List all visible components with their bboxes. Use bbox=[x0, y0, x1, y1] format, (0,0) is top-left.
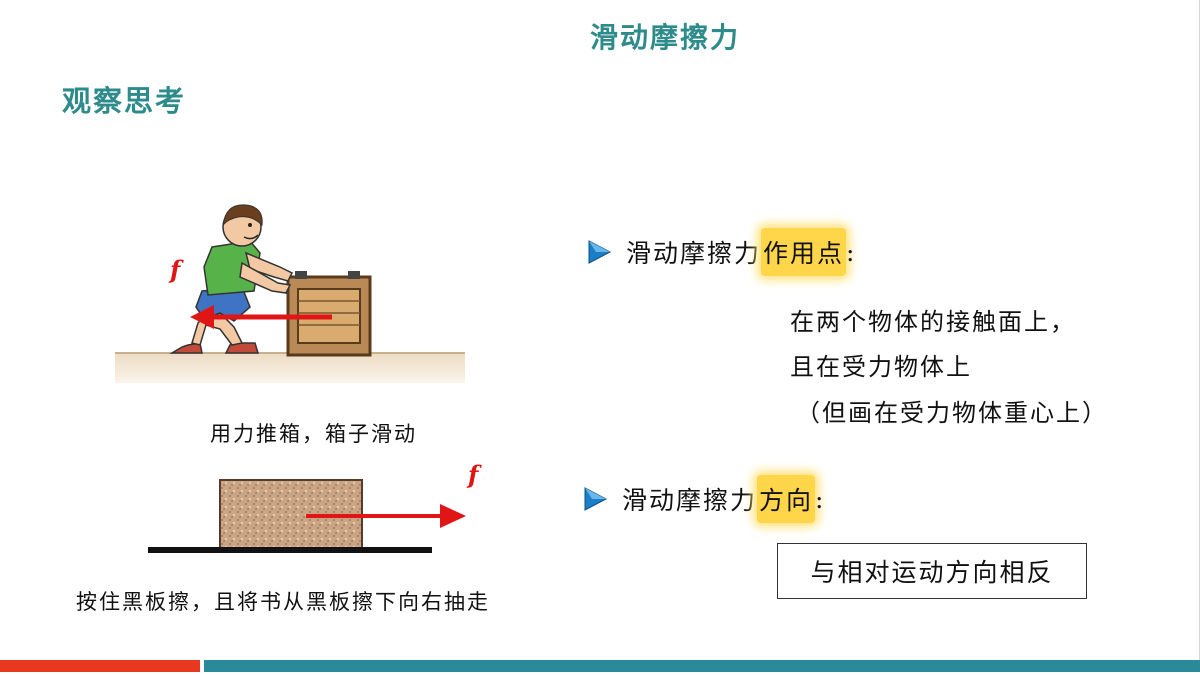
triangle-bullet-icon bbox=[584, 487, 608, 511]
caption-scene1: 用力推箱，箱子滑动 bbox=[210, 422, 417, 446]
point2-suffix: : bbox=[815, 484, 826, 514]
caption-scene2: 按住黑板擦，且将书从黑板擦下向右抽走 bbox=[76, 590, 490, 614]
point1-prefix: 滑动摩擦力 bbox=[626, 239, 762, 268]
point2-prefix: 滑动摩擦力 bbox=[622, 486, 758, 515]
point1-line-1: 在两个物体的接触面上， bbox=[790, 308, 1076, 336]
friction-arrow-right bbox=[306, 504, 466, 528]
footer-bar-red bbox=[0, 660, 200, 672]
point1-suffix: : bbox=[846, 237, 857, 267]
point-direction-heading: 滑动摩擦力方向: bbox=[582, 475, 825, 523]
wooden-crate bbox=[286, 271, 372, 357]
direction-answer-box: 与相对运动方向相反 bbox=[777, 543, 1087, 599]
section-heading: 观察思考 bbox=[62, 84, 187, 118]
point1-line-2: 且在受力物体上 bbox=[790, 353, 972, 381]
force-label-scene1: f bbox=[170, 255, 181, 284]
point-application-heading: 滑动摩擦力作用点: bbox=[586, 228, 856, 276]
friction-arrow-left bbox=[190, 305, 332, 329]
triangle-bullet-icon bbox=[588, 240, 612, 264]
boy-pushing-box-illustration bbox=[115, 204, 465, 383]
floor bbox=[115, 353, 465, 383]
book-eraser-illustration bbox=[148, 479, 466, 553]
point1-highlight: 作用点 bbox=[761, 228, 847, 276]
footer-bar-teal bbox=[204, 660, 1200, 672]
force-label-scene2: f bbox=[468, 460, 479, 489]
boy-figure bbox=[169, 204, 294, 354]
slide-title: 滑动摩擦力 bbox=[590, 21, 741, 54]
book-strip bbox=[148, 547, 432, 553]
point1-line-3: （但画在受力物体重心上） bbox=[796, 399, 1108, 427]
point2-highlight: 方向 bbox=[757, 475, 816, 523]
